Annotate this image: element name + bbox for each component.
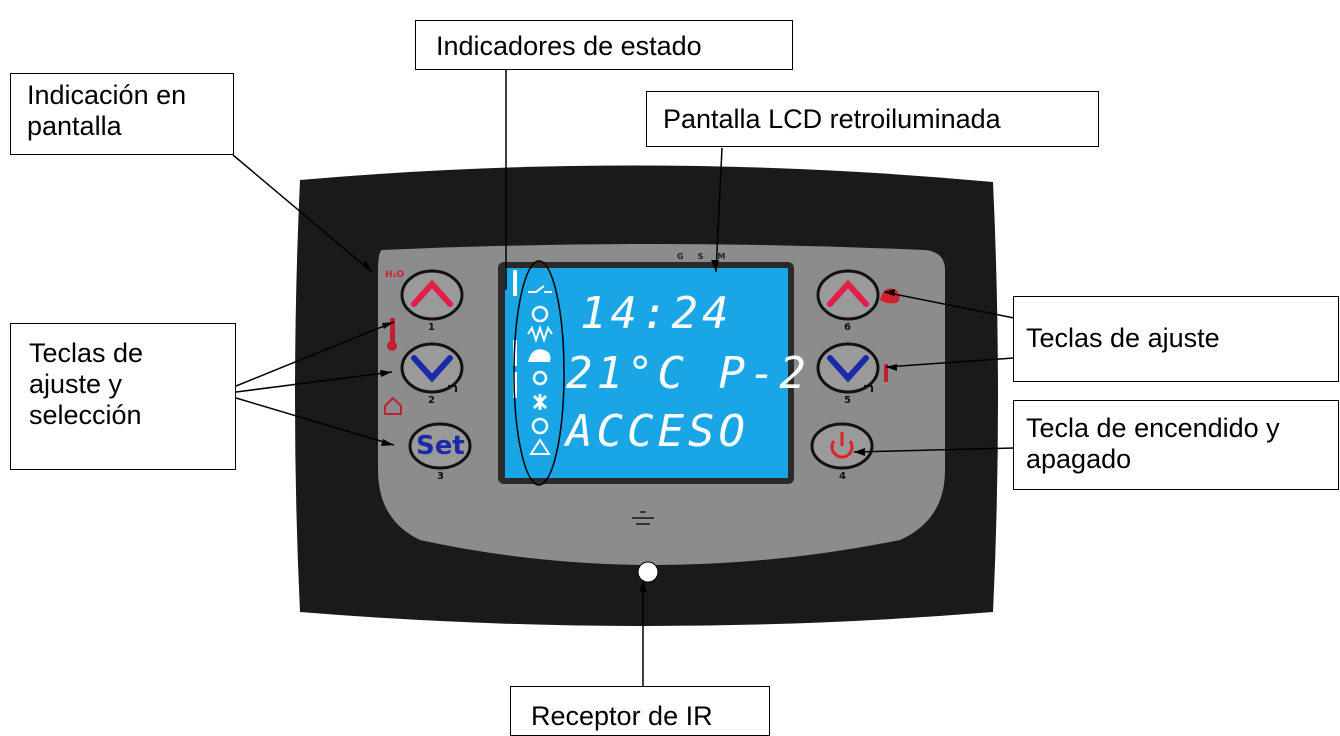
lcd-time: 14:24	[580, 288, 733, 339]
key-6[interactable]	[816, 269, 880, 321]
key-number-4: 4	[839, 471, 846, 482]
switch-icon	[528, 285, 552, 293]
tap-icon	[864, 385, 873, 392]
tap-icon	[448, 385, 457, 392]
lcd-temperature-program: 21°C P-2	[566, 348, 810, 399]
callout-teclas-ajuste: Teclas de ajuste	[1013, 296, 1339, 382]
callout-indicadores: Indicadores de estado	[415, 20, 793, 70]
status-icons	[527, 285, 553, 455]
key-2[interactable]	[400, 342, 464, 394]
set-button-label[interactable]: Set	[416, 431, 465, 461]
house-icon	[384, 396, 402, 415]
leader-lines	[232, 68, 1015, 686]
thermometer-icon	[884, 364, 888, 382]
key-5[interactable]	[816, 342, 880, 394]
ir-receiver	[637, 561, 659, 583]
thermometer-icon	[390, 318, 395, 344]
pump-icon	[531, 417, 549, 435]
key-number-5: 5	[844, 395, 851, 406]
key-3[interactable]	[408, 422, 472, 470]
down-arrow-icon	[827, 355, 869, 383]
snowflake-icon	[532, 394, 548, 410]
flame-icon	[528, 349, 551, 362]
gsm-label: GSM	[677, 252, 740, 261]
power-icon	[830, 440, 854, 459]
down-arrow-icon	[411, 355, 453, 383]
resistance-icon	[527, 324, 553, 344]
key-1[interactable]	[400, 269, 464, 321]
lcd-screen	[505, 268, 788, 478]
h2o-label: H₂O	[385, 270, 405, 280]
up-arrow-icon	[411, 279, 453, 307]
key-number-2: 2	[428, 395, 435, 406]
callout-indicacion: Indicación en pantalla	[10, 73, 234, 155]
callout-tecla-encendido: Tecla de encendido y apagado	[1013, 400, 1339, 490]
fan-icon	[532, 370, 548, 386]
arrowheads	[362, 260, 897, 592]
key-number-6: 6	[844, 322, 851, 333]
clock-icon	[531, 305, 549, 323]
callout-pantalla-lcd: Pantalla LCD retroiluminada	[646, 91, 1099, 147]
lcd-status: ACCESO	[566, 406, 749, 457]
ir-waves-icon	[632, 511, 654, 525]
key-number-1: 1	[428, 322, 435, 333]
indicators-ellipse	[513, 260, 565, 486]
warning-icon	[529, 438, 551, 455]
up-arrow-icon	[827, 279, 869, 307]
key-number-3: 3	[437, 471, 444, 482]
callout-receptor-ir: Receptor de IR	[510, 686, 770, 736]
key-4[interactable]	[810, 422, 874, 470]
callout-teclas-ajuste-seleccion: Teclas de ajuste y selección	[10, 323, 236, 470]
